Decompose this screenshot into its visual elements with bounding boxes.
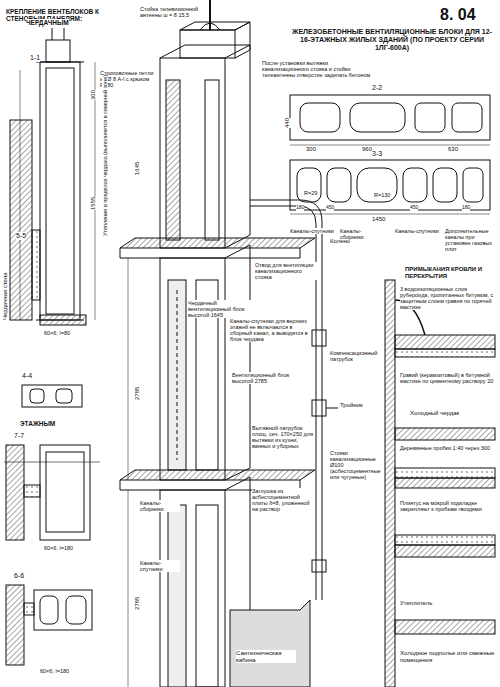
label: R=29 [304,190,317,196]
label: Каналы-сборники [140,500,180,512]
rotated-label: 2785 [134,597,141,610]
label: Чердачный вентиляционный блок высотой 16… [188,300,256,318]
label: 3-3 [372,150,382,158]
label: 7-7 [14,432,24,440]
label: 180 [462,205,470,211]
label: Отвод для вентиляции канализационного ст… [255,262,317,280]
rotated-label: 440 [284,118,291,128]
label: Гравий (керамзитовый) в битумной мастике… [400,372,495,384]
rotated-label: 2785 [134,387,141,400]
rotated-label: Утепление в пределах чердака (выполняетс… [102,75,108,236]
rotated-label: 300 [90,90,97,100]
label: Холодный чердак [410,410,459,417]
label: 180 [296,205,304,211]
label: После установки вытяжки канализационного… [262,60,372,78]
label: Дополнительные каналы при установке газо… [445,228,497,252]
label: 450 [410,205,418,211]
label: 300 [306,146,316,153]
label: Утеплитель [400,600,432,607]
label: 1450 [372,216,385,223]
label: 6-6 [14,572,24,580]
drawing-title: ЖЕЛЕЗОБЕТОННЫЕ ВЕНТИЛЯЦИОННЫЕ БЛОКИ ДЛЯ … [292,28,492,52]
label: ЭТАЖНЫМ [20,420,55,427]
label: Вентиляционный блок высотой 2785 [232,372,302,384]
label: Каналы-спутники [140,560,180,572]
label: 8. 04 [440,6,476,24]
label: 2-2 [372,84,382,92]
label: Плинтус на мокрой подкладке закрепляют к… [400,500,495,512]
label: Стояки канализационные Ø100 (асбестоцеме… [330,450,382,480]
label: Каналы-сборники [340,228,384,240]
label: Заглушка из асбестоцементной плиты δ=8, … [252,488,312,512]
rotated-label: 1645 [134,162,141,175]
label: 630 [448,146,458,153]
rotated-label: Чердачная стена [2,272,9,320]
label: 60×6; l=80 [44,330,90,336]
label: 450 [326,205,334,211]
label: ПРИМЫКАНИЯ КРОВЛИ И ПЕРЕКРЫТИЯ [405,266,495,279]
rotated-label: 1555 [90,197,97,210]
label: Вытяжной патрубок площ. сеч. 170×250 для… [252,425,314,449]
label: Каналы-спутники [395,228,439,234]
label: Сантехническая кабина [236,650,296,663]
label: Каналы-спутники для верхних этажей не вк… [230,318,308,342]
label: 4-4 [22,372,32,380]
label: Стойка телевизионной антенны ш = 8 15,5 [140,6,202,18]
label: Холодное подполье или смежные помещения [400,650,495,663]
label: 5-5 [16,232,26,240]
label: Каналы-спутники [290,228,334,234]
label: R=130 [374,192,390,198]
label: 60×6; l=180 [40,668,90,674]
label: 60×6; l=180 [44,545,94,551]
label: Строповочные петли из Ø 8 А-I с крюком R… [100,70,158,88]
label: 1-1 [30,54,40,62]
label: Компенсационный патрубок [330,350,382,362]
label: Тройник [340,402,363,409]
label: ЧЕРДАЧНЫМ [26,19,69,26]
label: 960 [362,146,372,153]
label: 3 водоизоляционных слоя рубероида, пропи… [400,286,495,310]
label: Деревянные пробки 1:40 через 300 [400,445,495,451]
